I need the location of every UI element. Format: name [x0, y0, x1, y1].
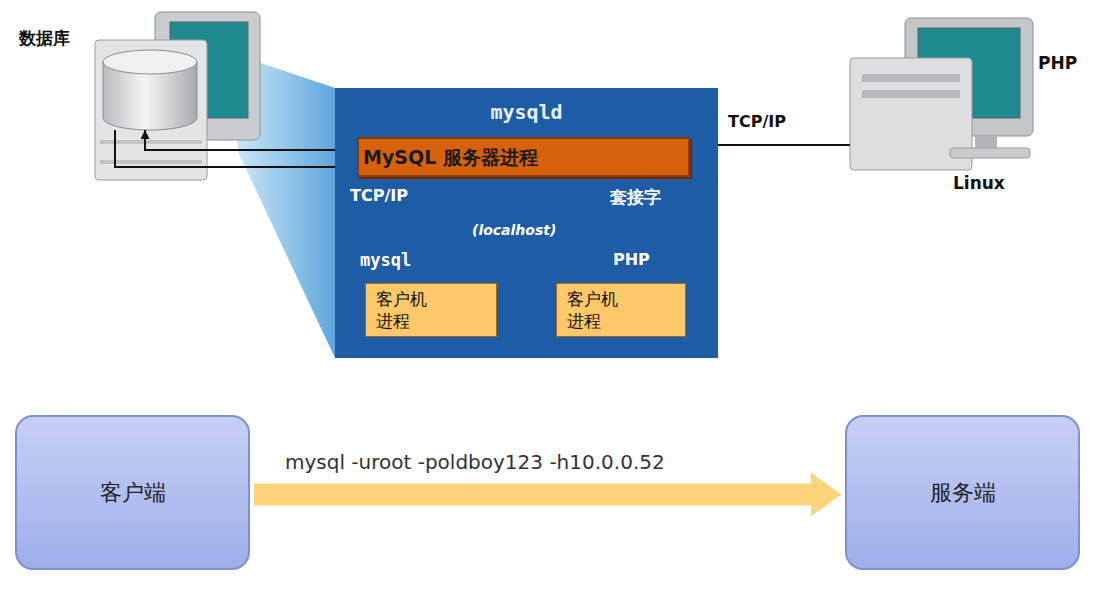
edge-label: mysql -uroot -poldboy123 -h10.0.0.52	[285, 450, 665, 474]
node-text: 客户端	[100, 478, 166, 508]
database-computer	[95, 12, 260, 180]
linux-computer	[850, 18, 1033, 170]
client-process-box: PHP客户机 进程	[556, 283, 686, 337]
connector-arrow	[115, 130, 357, 167]
server-process-box: MySQL 服务器进程	[357, 137, 690, 177]
node-text: 数据库	[19, 27, 70, 50]
database-machine: 数据库	[95, 45, 210, 130]
edge-label: TCP/IP	[728, 112, 786, 131]
edge-label: TCP/IP	[350, 186, 408, 205]
client-box: 客户端	[15, 415, 250, 570]
client-process-box: mysql客户机 进程	[365, 283, 497, 337]
server-box: 服务端	[845, 415, 1080, 570]
node-text: mysqld	[335, 88, 718, 124]
node-text: 客户机 进程	[376, 288, 444, 332]
node-text: 客户机 进程	[567, 288, 635, 332]
edge-label: 套接字	[610, 186, 661, 209]
request-arrow	[254, 484, 811, 506]
connector-arrow	[145, 130, 357, 150]
node-text: 服务端	[930, 478, 996, 508]
node-text: MySQL 服务器进程	[363, 139, 688, 175]
linux-machine: PHP Linux	[850, 15, 1080, 195]
node-text: PHP	[1038, 53, 1077, 73]
node-text: Linux	[953, 173, 1005, 193]
node-text: PHP	[613, 250, 650, 269]
node-text: mysql	[360, 250, 411, 270]
note-label: (localhost)	[472, 222, 556, 238]
